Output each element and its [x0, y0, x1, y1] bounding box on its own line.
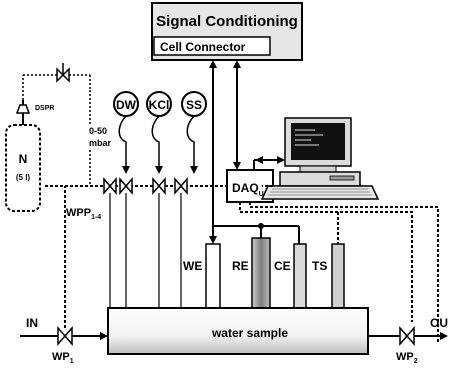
gas-letter: N [19, 152, 28, 166]
gas-valve-icon [56, 63, 70, 83]
reservoir-kcl-label: KCl [149, 98, 170, 112]
daq-control-lines [239, 185, 439, 343]
valve-manifold [45, 176, 210, 196]
electrode-re-label: RE [232, 259, 249, 273]
wp2-label: WP2 [396, 351, 418, 365]
wp1-pump-icon [57, 326, 73, 346]
electrode-we-label: WE [183, 259, 202, 273]
wpp-valve-1-icon [103, 176, 117, 196]
electrode-ce [293, 243, 307, 311]
reservoir-ss: SS [181, 91, 207, 174]
dspr-label: DSPR [35, 105, 54, 112]
wpp-label: WPP1-4 [66, 207, 101, 221]
wp1-label: WP1 [52, 351, 74, 365]
wpp-valve-3-icon [152, 176, 166, 196]
reservoir-dw-label: DW [116, 98, 137, 112]
water-sample-tank: water sample [107, 307, 369, 355]
reservoir-kcl: KCl [146, 91, 172, 174]
signal-conditioning-title: Signal Conditioning [156, 13, 298, 30]
electrode-ce-label: CE [274, 259, 291, 273]
electrode-ts [331, 243, 345, 311]
electrode-we [205, 243, 221, 311]
reservoir-ss-label: SS [186, 98, 202, 112]
inlet-label: IN [26, 316, 38, 330]
cell-connector-label: Cell Connector [160, 40, 246, 54]
feed-tubes [109, 193, 182, 308]
pressure-range-2: mbar [89, 138, 112, 148]
nitrogen-bottle: N (5 l) [5, 124, 41, 212]
wp2-pump-icon [399, 326, 415, 346]
electrode-re [251, 237, 271, 311]
electrode-ts-label: TS [312, 259, 327, 273]
pressure-regulator-icon [15, 100, 31, 114]
reservoir-dw: DW [113, 91, 139, 174]
wpp-valve-4-icon [174, 176, 188, 196]
tank-label: water sample [211, 326, 288, 340]
signal-conditioning-box: Signal Conditioning Cell Connector [151, 2, 303, 61]
cell-connector-box [153, 36, 271, 56]
wpp-valve-2-icon [119, 176, 133, 196]
gas-supply-line [22, 74, 91, 100]
computer-icon [260, 117, 380, 200]
gas-volume: (5 l) [16, 173, 31, 182]
outlet-label: OU [430, 316, 448, 330]
pressure-range-1: 0-50 [89, 126, 107, 136]
